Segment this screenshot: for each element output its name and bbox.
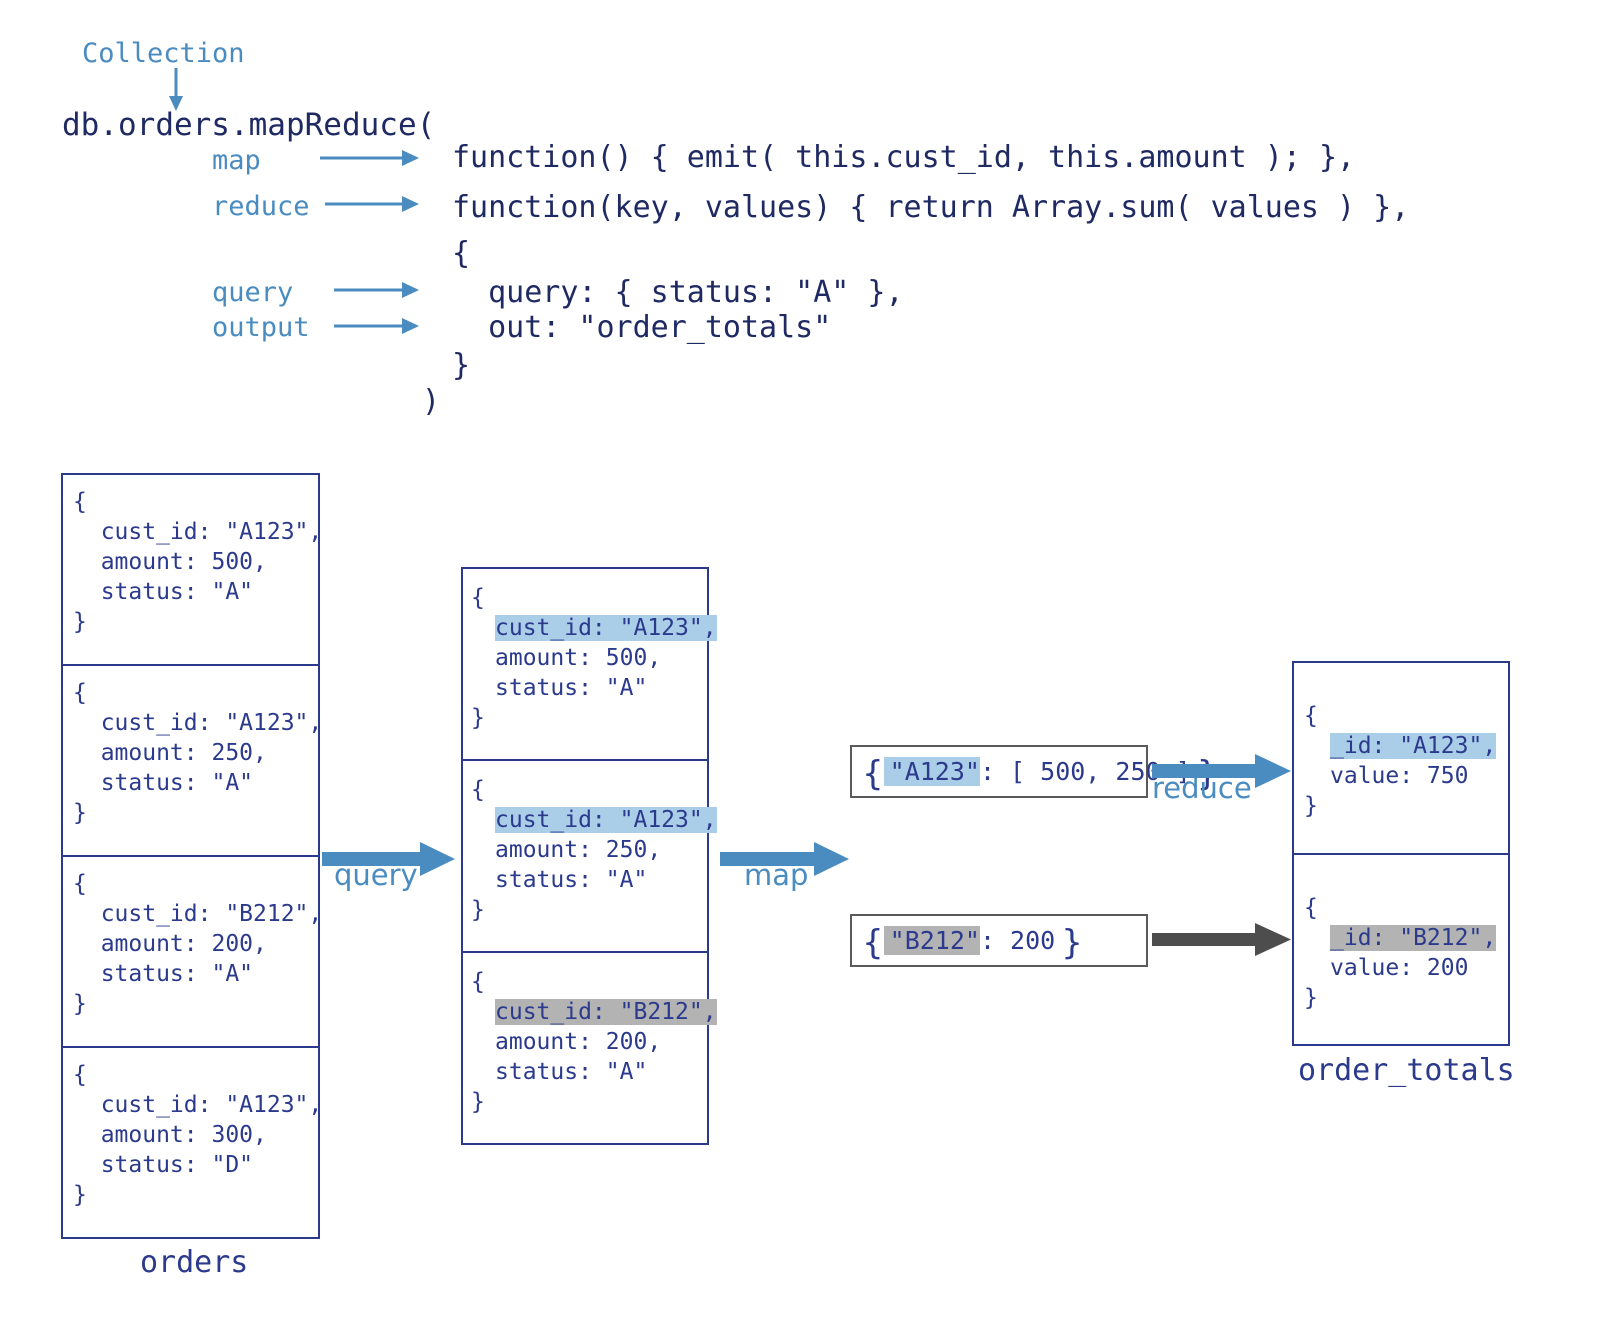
query-flow-label: query (334, 858, 418, 892)
output-param-arrow (334, 318, 419, 334)
doc-amount: amount: 300, (73, 1122, 267, 1148)
emit-close-brace: } (1061, 922, 1083, 963)
doc-open-brace: { (1304, 895, 1318, 921)
orders-collection-box: { cust_id: "A123", amount: 500, status: … (61, 473, 323, 1239)
doc-close-brace: } (1304, 985, 1318, 1011)
map-function-code: function() { emit( this.cust_id, this.am… (452, 140, 1356, 175)
doc-open-brace: { (73, 1062, 87, 1088)
emit-key: "A123" (883, 757, 980, 786)
emit-box-b212: { "B212" : 200 } (850, 914, 1148, 967)
doc-amount: amount: 500, (495, 645, 662, 671)
reduce-param-label: reduce (212, 191, 310, 222)
orders-caption: orders (140, 1245, 249, 1280)
filtered-document-0: { cust_id: "A123", amount: 500, status: … (463, 569, 717, 761)
doc-status: status: "A" (73, 579, 254, 605)
reduce-flow-label: reduce (1152, 771, 1252, 805)
filtered-documents-box: { cust_id: "A123", amount: 500, status: … (461, 567, 717, 1145)
doc-status: status: "A" (495, 675, 648, 701)
filtered-document-2: { cust_id: "B212", amount: 200, status: … (463, 953, 717, 1145)
options-close-brace: } (452, 348, 471, 383)
doc-cust-id: cust_id: "A123", (73, 710, 323, 736)
doc-cust-id-row: cust_id: "A123", (471, 613, 717, 643)
doc-cust-id: cust_id: "A123", (73, 519, 323, 545)
doc-cust-id-highlight: cust_id: "A123", (495, 615, 717, 641)
doc-status: status: "A" (495, 867, 648, 893)
doc-close-brace: } (73, 991, 87, 1017)
doc-amount: amount: 250, (495, 837, 662, 863)
doc-value: value: 750 (1330, 763, 1469, 789)
map-flow-arrow (720, 842, 849, 876)
orders-document-3: { cust_id: "A123", amount: 300, status: … (63, 1048, 323, 1239)
doc-open-brace: { (471, 585, 485, 611)
emit-box-a123: { "A123" : [ 500, 250 ] } (850, 745, 1218, 798)
doc-close-brace: } (73, 800, 87, 826)
doc-cust-id: cust_id: "A123", (73, 1092, 323, 1118)
query-option-code: query: { status: "A" }, (452, 275, 904, 310)
orders-document-0: { cust_id: "A123", amount: 500, status: … (63, 475, 323, 666)
doc-open-brace: { (471, 777, 485, 803)
query-param-label: query (212, 277, 294, 308)
doc-amount: amount: 200, (495, 1029, 662, 1055)
map-param-label: map (212, 145, 261, 176)
order-totals-box: { _id: "A123", value: 750 } { _id: "B212… (1292, 661, 1510, 1046)
doc-close-brace: } (73, 609, 87, 635)
emit-open-brace: { (862, 922, 884, 963)
doc-close-brace: } (1304, 793, 1318, 819)
mapreduce-close-paren: ) (422, 384, 441, 419)
emit-open-brace: { (862, 753, 884, 794)
doc-status: status: "A" (73, 770, 254, 796)
doc-id-row: _id: "B212", (1304, 923, 1508, 953)
out-option-code: out: "order_totals" (452, 310, 832, 345)
mapreduce-signature: db.orders.mapReduce( (62, 107, 436, 143)
doc-id-highlight: _id: "A123", (1330, 733, 1497, 759)
doc-close-brace: } (471, 1089, 485, 1115)
output-param-label: output (212, 312, 310, 343)
doc-open-brace: { (1304, 703, 1318, 729)
doc-cust-id-row: cust_id: "B212", (471, 997, 717, 1027)
order-totals-document-1: { _id: "B212", value: 200 } (1294, 855, 1508, 1047)
doc-amount: amount: 250, (73, 740, 267, 766)
doc-id-row: _id: "A123", (1304, 731, 1508, 761)
map-flow-label: map (744, 858, 809, 892)
doc-open-brace: { (471, 969, 485, 995)
filtered-document-1: { cust_id: "A123", amount: 250, status: … (463, 761, 717, 953)
doc-status: status: "A" (73, 961, 254, 987)
emit-values: : 200 (979, 926, 1056, 955)
map-param-arrow (320, 150, 419, 166)
doc-close-brace: } (73, 1182, 87, 1208)
doc-close-brace: } (471, 897, 485, 923)
passthrough-flow-arrow (1152, 923, 1291, 956)
order-totals-caption: order_totals (1298, 1053, 1515, 1088)
doc-close-brace: } (471, 705, 485, 731)
order-totals-document-0: { _id: "A123", value: 750 } (1294, 663, 1508, 855)
doc-cust-id-row: cust_id: "A123", (471, 805, 717, 835)
collection-pointer-arrow (169, 68, 183, 111)
doc-cust-id-highlight: cust_id: "A123", (495, 807, 717, 833)
orders-document-2: { cust_id: "B212", amount: 200, status: … (63, 857, 323, 1048)
reduce-flow-arrow (1152, 754, 1291, 788)
doc-status: status: "A" (495, 1059, 648, 1085)
emit-key: "B212" (883, 926, 980, 955)
doc-amount: amount: 500, (73, 549, 267, 575)
doc-cust-id: cust_id: "B212", (73, 901, 323, 927)
options-open-brace: { (452, 236, 471, 271)
collection-annotation-label: Collection (82, 38, 245, 69)
reduce-function-code: function(key, values) { return Array.sum… (452, 190, 1410, 225)
doc-value: value: 200 (1330, 955, 1469, 981)
doc-open-brace: { (73, 871, 87, 897)
doc-cust-id-highlight: cust_id: "B212", (495, 999, 717, 1025)
reduce-param-arrow (325, 196, 419, 212)
orders-document-1: { cust_id: "A123", amount: 250, status: … (63, 666, 323, 857)
query-flow-arrow (322, 842, 455, 876)
doc-open-brace: { (73, 489, 87, 515)
doc-status: status: "D" (73, 1152, 254, 1178)
query-param-arrow (334, 282, 419, 298)
doc-open-brace: { (73, 680, 87, 706)
doc-id-highlight: _id: "B212", (1330, 925, 1497, 951)
doc-amount: amount: 200, (73, 931, 267, 957)
